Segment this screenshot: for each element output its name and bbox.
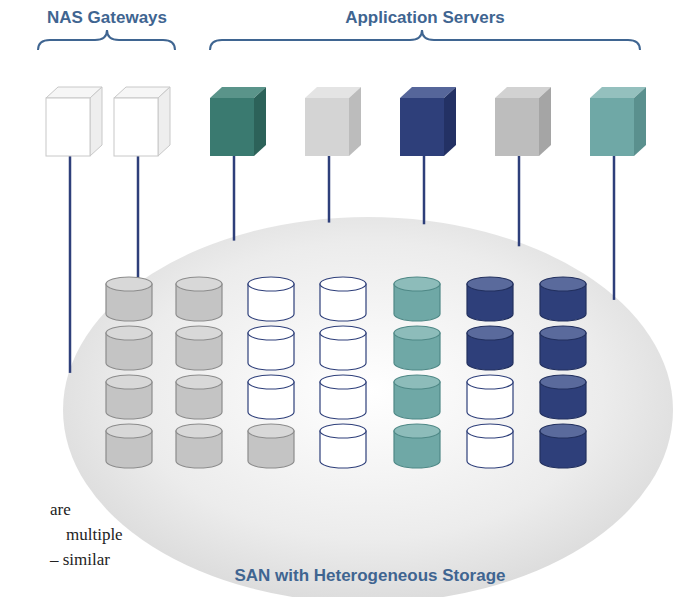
storage-cylinder [176,326,222,370]
cube-side [90,87,102,156]
group-bracket [210,30,640,50]
cube-side [349,87,361,156]
cylinder-top [540,277,586,291]
cube-side [539,87,551,156]
cylinder-top [394,375,440,389]
cylinder-top [467,326,513,340]
server-cube [400,87,456,156]
server-cube [210,87,266,156]
cylinder-top [394,277,440,291]
group-label: NAS Gateways [47,8,167,28]
storage-cylinder [467,326,513,370]
cylinder-top [248,277,294,291]
cylinder-top [176,277,222,291]
connection-wire [69,156,72,373]
cylinder-top [106,424,152,438]
cylinder-top [540,424,586,438]
connection-wire [137,156,140,287]
storage-cylinder [467,375,513,419]
connection-wire [613,156,616,300]
storage-cylinder [320,375,366,419]
storage-cylinder [106,375,152,419]
storage-cylinder [394,277,440,321]
cylinder-top [106,375,152,389]
cube-front [400,98,444,156]
storage-cylinder [394,326,440,370]
cylinder-top [394,424,440,438]
connection-wire [328,156,331,223]
storage-cylinder [106,424,152,468]
cube-side [634,87,646,156]
connection-wire [233,156,236,241]
storage-cylinder [394,424,440,468]
cylinder-top [106,277,152,291]
connection-wire [423,156,426,224]
cylinder-top [467,424,513,438]
cylinder-top [248,375,294,389]
server-cube [305,87,361,156]
body-text: – similar [50,550,110,570]
storage-cylinder [467,277,513,321]
storage-cylinder [540,424,586,468]
cylinder-top [176,326,222,340]
cylinder-top [320,375,366,389]
group-bracket [38,30,175,50]
cylinder-top [467,277,513,291]
body-text: are [50,500,71,520]
cube-side [444,87,456,156]
storage-cylinder [540,375,586,419]
cylinder-top [320,326,366,340]
cylinder-top [248,326,294,340]
cylinder-top [176,424,222,438]
cube-side [254,87,266,156]
storage-cylinder [106,326,152,370]
storage-cylinder [320,424,366,468]
cylinder-top [176,375,222,389]
storage-cylinder [540,277,586,321]
cylinder-top [320,277,366,291]
server-cube [495,87,551,156]
storage-cylinder [467,424,513,468]
storage-cylinder [176,424,222,468]
storage-cylinder [248,277,294,321]
storage-cylinder [106,277,152,321]
connection-wire [518,156,521,246]
cube-side [158,87,170,156]
storage-cylinder [248,326,294,370]
storage-cylinder [320,277,366,321]
server-cube [46,87,102,156]
san-region [63,217,673,597]
cylinder-top [320,424,366,438]
cube-front [210,98,254,156]
cylinder-top [540,326,586,340]
cylinder-top [467,375,513,389]
storage-cylinder [540,326,586,370]
storage-cylinder [394,375,440,419]
storage-cylinder [248,375,294,419]
storage-cylinder [176,277,222,321]
storage-cylinder [248,424,294,468]
cube-front [495,98,539,156]
cylinder-top [106,326,152,340]
cylinder-top [540,375,586,389]
body-text: multiple [66,525,123,545]
server-cube [590,87,646,156]
cylinder-top [394,326,440,340]
storage-cylinder [320,326,366,370]
storage-cylinder [176,375,222,419]
server-cube [114,87,170,156]
region-label: SAN with Heterogeneous Storage [234,566,505,586]
cube-front [114,98,158,156]
cube-front [46,98,90,156]
cube-front [305,98,349,156]
cylinder-top [248,424,294,438]
cube-front [590,98,634,156]
group-label: Application Servers [345,8,505,28]
